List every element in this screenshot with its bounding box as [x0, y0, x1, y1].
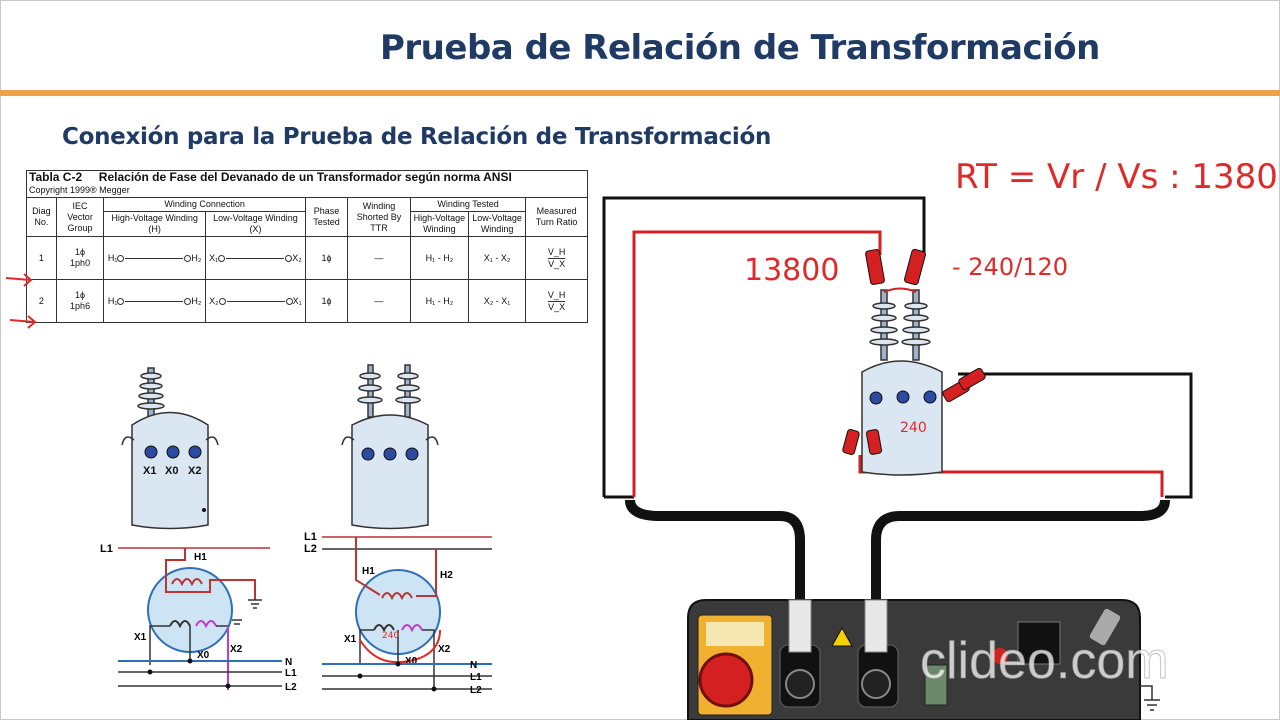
left-x0-label: X0: [197, 650, 210, 661]
right-wiring-diagram: L1 L2 H1 H2 240 X1 X0 X2 N L1 L2: [304, 531, 492, 696]
table-caption-id: Tabla C-2: [29, 170, 83, 184]
right-x0-label: X0: [405, 656, 418, 667]
header-lv: Low-Voltage Winding (X): [204, 211, 306, 237]
left-line-l1: L1: [100, 543, 113, 555]
right-x2-label: X2: [438, 644, 451, 655]
slide-subtitle: Conexión para la Prueba de Relación de T…: [62, 124, 772, 150]
ttr-instrument: [687, 599, 1160, 720]
handwritten-ratio-formula: RT = Vr / Vs : 13800 / 240 =: [955, 157, 1280, 197]
alligator-clamp-icon: [842, 248, 986, 455]
right-x1-label: X1: [344, 634, 357, 645]
left-h1-label: H1: [194, 552, 207, 563]
ansi-phase-table: Tabla C-2 Relación de Fase del Devanado …: [26, 170, 588, 344]
header-hv: High-Voltage Winding (H): [103, 211, 206, 237]
terminal-x2-label: X2: [188, 465, 201, 477]
right-ink-note: 240: [382, 631, 399, 641]
ttr-test-wiring: [602, 196, 1193, 612]
cell-phase: 1ϕ: [304, 236, 349, 280]
transformer-right: [341, 364, 439, 530]
title-divider: [0, 90, 1280, 96]
cell-diag: 2: [26, 279, 57, 323]
watermark: clideo.com: [920, 632, 1169, 690]
terminal-x0-label: X0: [165, 465, 178, 477]
slide-title: Prueba de Relación de Transformación: [380, 28, 1100, 68]
left-line-l1b: L1: [285, 668, 297, 679]
header-shorted: Winding Shorted By TTR: [347, 197, 411, 237]
cell-diag: 1: [26, 236, 57, 280]
cell-hv-tested: H₁ - H₂: [409, 279, 469, 323]
header-iec: IEC Vector Group: [55, 197, 105, 237]
left-x2-label: X2: [230, 644, 243, 655]
handwritten-hv-voltage: 13800: [744, 253, 839, 288]
left-x1-label: X1: [134, 632, 147, 643]
cell-lv-tested: X₂ - X₁: [467, 279, 527, 323]
right-line-l1: L1: [304, 531, 317, 543]
left-line-l2: L2: [285, 682, 297, 693]
right-line-n: N: [470, 660, 477, 671]
table-caption-text: Relación de Fase del Devanado de un Tran…: [98, 170, 512, 184]
cell-phase: 1ϕ: [304, 279, 349, 323]
cell-shorted: —: [347, 236, 411, 280]
row-arrow-icon: [5, 273, 37, 329]
right-line-l2: L2: [470, 685, 482, 696]
right-line-l2: L2: [304, 543, 317, 555]
tested-transformer: 240: [842, 248, 986, 476]
terminal-x1-label: X1: [143, 465, 156, 477]
right-line-l1b: L1: [470, 672, 482, 683]
handwritten-lv-voltage: - 240/120: [952, 253, 1068, 281]
transformer-left: X1 X0 X2: [121, 367, 219, 530]
table-caption: Tabla C-2 Relación de Fase del Devanado …: [26, 170, 588, 184]
right-h2-label: H2: [440, 570, 453, 581]
left-line-n: N: [285, 657, 292, 668]
right-h1-label: H1: [362, 566, 375, 577]
emergency-stop-button[interactable]: [698, 652, 754, 708]
header-phase: Phase Tested: [304, 197, 349, 237]
left-wiring-diagram: L1 H1 X1 X0 X2 N L1 L2: [100, 543, 297, 693]
handwritten-lv-mark: 240: [900, 420, 927, 436]
